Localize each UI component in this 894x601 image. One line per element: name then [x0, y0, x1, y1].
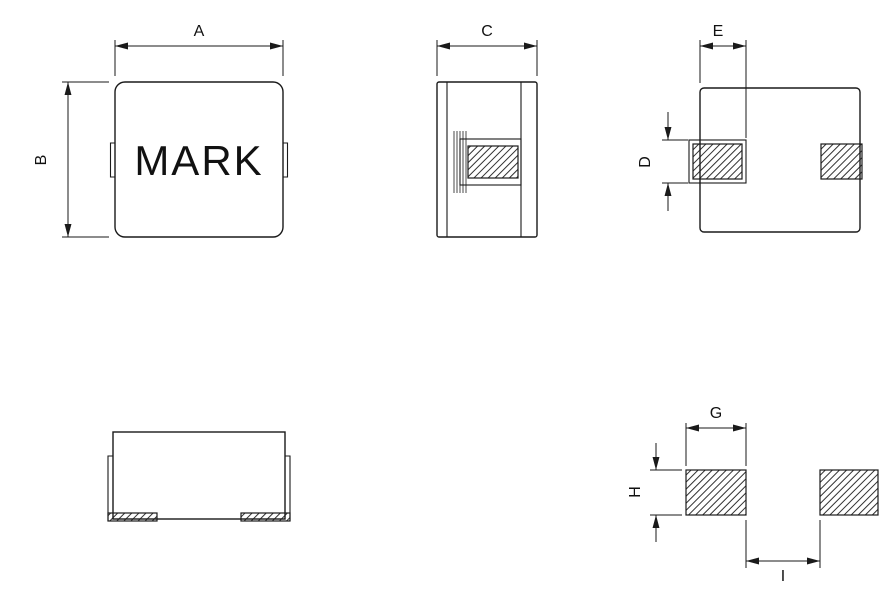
dimension-d: D — [637, 112, 688, 211]
top-view-right-terminal-tab — [283, 142, 289, 178]
top-view-left-terminal-tab — [109, 142, 115, 178]
right-pad-hatched — [820, 143, 863, 180]
top-view-body-outline — [114, 81, 284, 238]
dimension-g-extension-lines — [685, 423, 747, 466]
dimension-e-label: E — [713, 23, 724, 40]
left-pad-outline — [688, 139, 747, 184]
front-view — [107, 431, 291, 522]
land-pattern-left-pad — [685, 469, 747, 516]
dimension-h-extension-lines — [650, 469, 682, 516]
land-pattern-right-pad — [819, 469, 879, 516]
front-view-body-outline — [112, 431, 286, 520]
dimension-h-label: H — [627, 486, 644, 498]
terminal-core-hatched — [467, 145, 519, 179]
mark-text: MARK — [134, 137, 263, 184]
front-left-terminal-hatched — [107, 512, 158, 522]
side-view-de: E D — [637, 23, 863, 233]
front-left-terminal-wrap — [107, 455, 113, 521]
dimension-i: I — [745, 520, 821, 585]
dimension-a-label: A — [194, 23, 205, 40]
front-right-terminal-hatched — [240, 512, 291, 522]
left-pad-hatched — [692, 143, 743, 180]
dimension-i-label: I — [781, 568, 785, 585]
dimension-b: B — [33, 81, 109, 238]
dimension-g-label: G — [710, 405, 722, 422]
dimension-a: A — [114, 23, 284, 76]
front-right-terminal-wrap — [285, 455, 291, 521]
dimension-b-label: B — [33, 155, 50, 166]
dimension-c: C — [436, 23, 538, 76]
terminal-slot-outline — [459, 138, 522, 186]
dimension-b-extension-lines — [62, 81, 109, 238]
dimension-d-extension-lines — [662, 139, 688, 184]
dimension-c-extension-lines — [436, 40, 538, 76]
dimension-c-label: C — [481, 23, 493, 40]
dimension-g: G — [685, 405, 747, 466]
dimension-h: H — [627, 443, 682, 542]
side-view-terminal — [452, 131, 522, 193]
dimension-d-label: D — [637, 156, 654, 168]
land-pattern-view: G H I — [627, 405, 879, 585]
dimension-a-extension-lines — [114, 40, 284, 76]
top-view: MARK A B — [33, 23, 289, 238]
side-view-c: C — [436, 23, 538, 238]
dimension-e: E — [699, 23, 747, 138]
